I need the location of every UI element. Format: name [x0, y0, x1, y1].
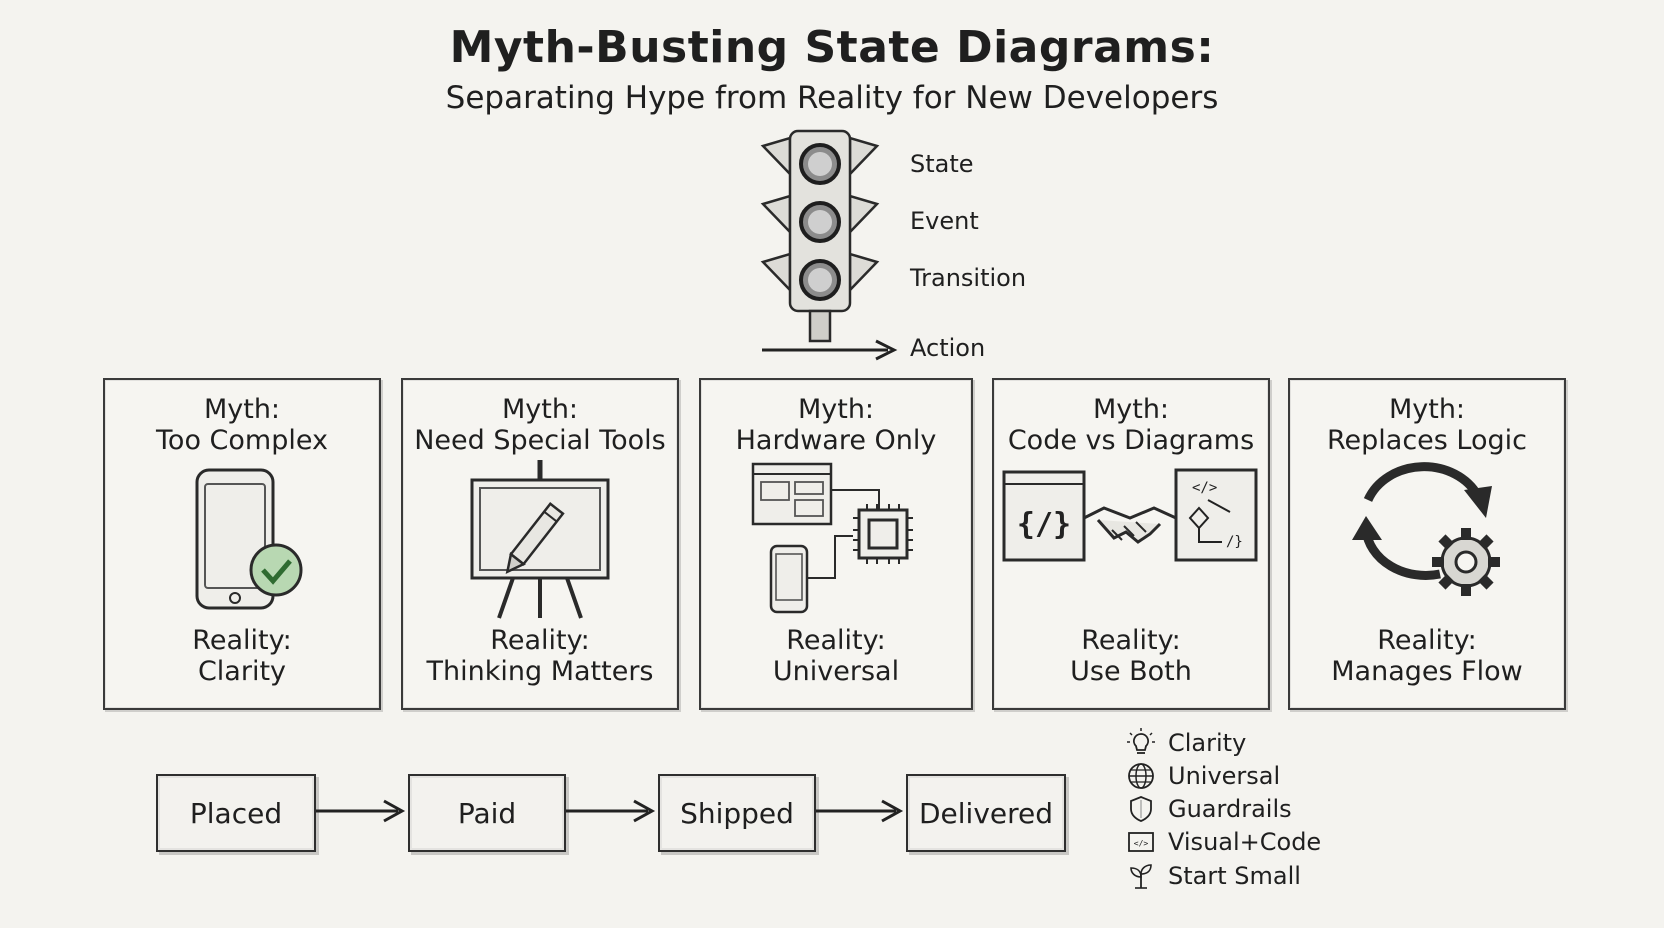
myth-card-too-complex: Myth: Too Complex Reality: Clarity [103, 378, 381, 710]
reality-label: Reality: [192, 625, 292, 656]
legend-item-universal: Universal [1126, 761, 1280, 791]
svg-text:/}: /} [1226, 534, 1243, 550]
myth-text: Need Special Tools [414, 425, 666, 456]
lightbulb-icon [1127, 728, 1155, 754]
myth-label: Myth: [1092, 394, 1170, 425]
flow-arrow-2 [566, 799, 656, 823]
legend-label: Visual+Code [1168, 828, 1322, 856]
reality-label: Reality: [1377, 625, 1477, 656]
legend-item-clarity: Clarity [1126, 728, 1246, 758]
globe-icon [1128, 763, 1154, 789]
myth-text: Code vs Diagrams [1007, 425, 1255, 456]
legend-label: Clarity [1168, 729, 1247, 757]
svg-text:</>: </> [1192, 480, 1217, 496]
state-box-delivered: Delivered [906, 774, 1066, 852]
myth-card-special-tools: Myth: Need Special Tools Reality: Thinki… [401, 378, 679, 710]
reality-text: Manages Flow [1331, 656, 1523, 687]
state-box-placed: Placed [156, 774, 316, 852]
reality-text: Thinking Matters [426, 656, 654, 687]
light-label-event: Event [910, 207, 979, 235]
light-label-action: Action [910, 334, 986, 362]
reality-text: Clarity [197, 656, 287, 687]
reality-text: Universal [772, 656, 900, 687]
light-label-transition: Transition [910, 264, 1027, 292]
handshake-icon: {/} </> /} [1002, 468, 1258, 562]
myth-text: Hardware Only [735, 425, 937, 456]
myth-card-replaces-logic: Myth: Replaces Logic Reality: Manages Fl… [1288, 378, 1566, 710]
legend-label: Universal [1168, 762, 1281, 790]
reality-label: Reality: [786, 625, 886, 656]
reality-label: Reality: [490, 625, 590, 656]
flow-arrow-1 [316, 799, 406, 823]
flow-arrow-3 [816, 799, 904, 823]
legend-item-visual-code: </> Visual+Code [1126, 827, 1321, 857]
state-box-shipped: Shipped [658, 774, 816, 852]
myth-card-code-vs-diagrams: Myth: Code vs Diagrams {/} </> /} Realit… [992, 378, 1270, 710]
myth-label: Myth: [203, 394, 281, 425]
easel-pencil-icon [470, 460, 610, 619]
code-diagram-icon: </> [1128, 832, 1154, 852]
svg-text:{/}: {/} [1017, 507, 1071, 542]
svg-text:</>: </> [1134, 839, 1149, 848]
reality-label: Reality: [1081, 625, 1181, 656]
traffic-light-icon [760, 129, 880, 343]
legend-item-start-small: Start Small [1126, 861, 1301, 891]
page-subtitle: Separating Hype from Reality for New Dev… [445, 80, 1219, 116]
page-title: Myth-Busting State Diagrams: [449, 22, 1215, 73]
myth-label: Myth: [501, 394, 579, 425]
state-box-paid: Paid [408, 774, 566, 852]
myth-text: Replaces Logic [1326, 425, 1528, 456]
myth-card-hardware-only: Myth: Hardware Only Reality: Universal [699, 378, 973, 710]
phone-check-icon [195, 468, 303, 610]
cycle-gear-icon [1352, 462, 1500, 596]
action-arrow [762, 339, 898, 361]
light-label-state: State [910, 150, 974, 178]
reality-text: Use Both [1070, 656, 1192, 687]
legend-label: Start Small [1168, 862, 1301, 890]
legend-item-guardrails: Guardrails [1126, 794, 1292, 824]
myth-text: Too Complex [156, 425, 328, 456]
myth-label: Myth: [1388, 394, 1466, 425]
legend-label: Guardrails [1168, 795, 1292, 823]
myth-label: Myth: [797, 394, 875, 425]
shield-icon [1130, 796, 1152, 822]
devices-chip-icon [751, 462, 913, 614]
sprout-icon [1130, 864, 1152, 889]
